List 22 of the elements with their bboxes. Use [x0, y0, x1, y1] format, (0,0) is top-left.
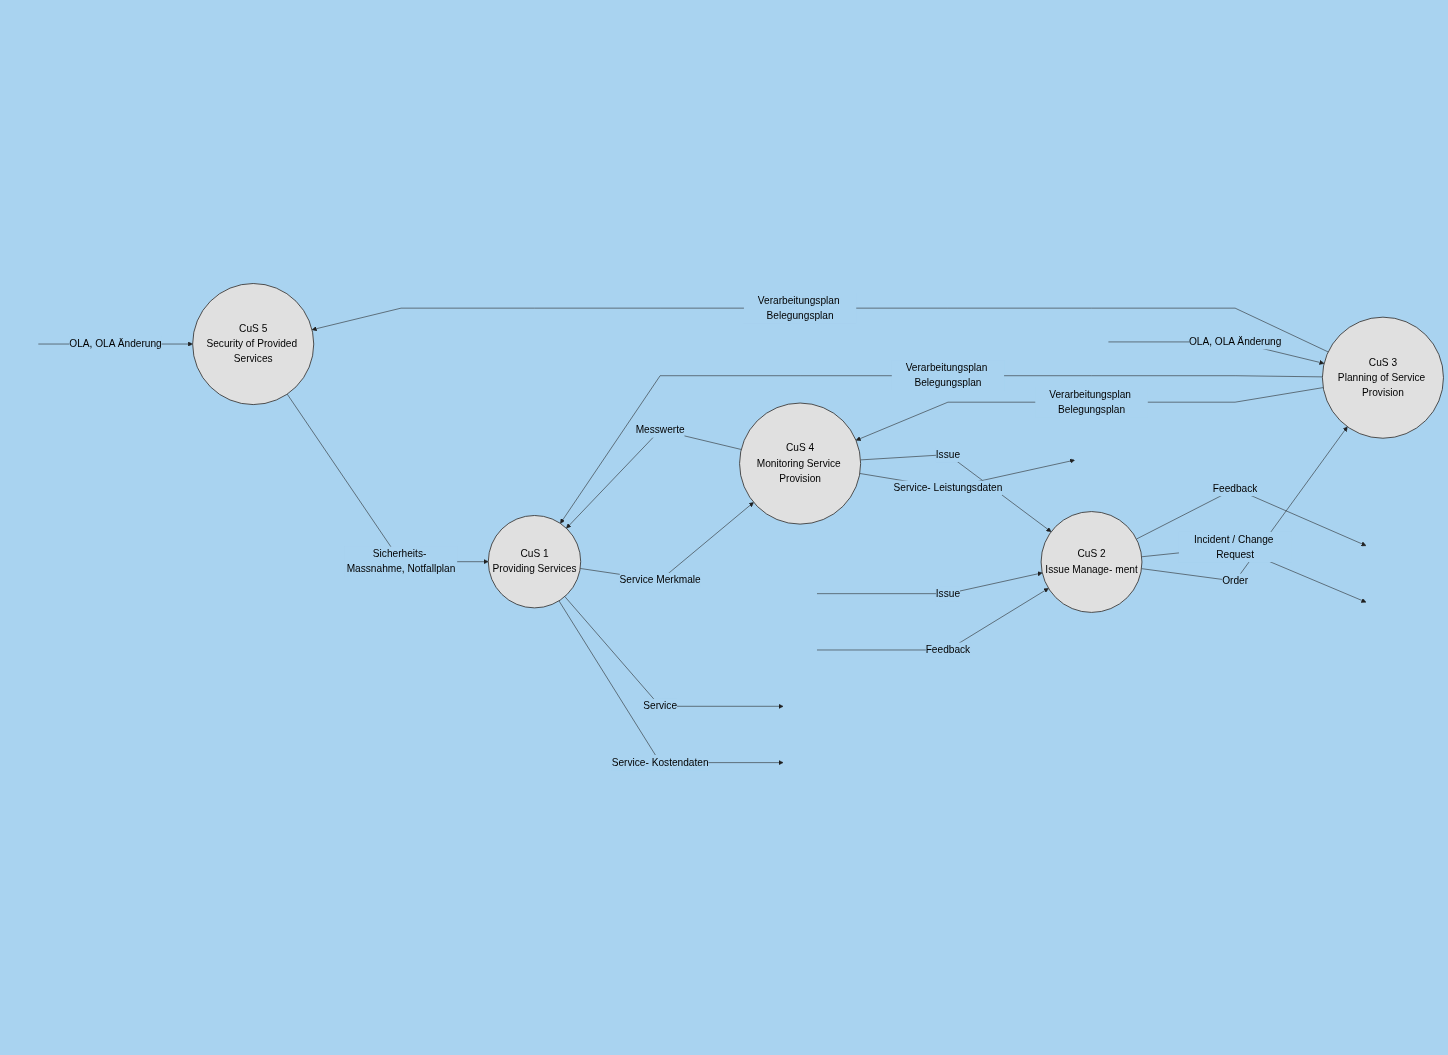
edge-label: Service- Leistungsdaten — [893, 482, 1003, 494]
node-circle: CuS 5 Security of Provided Services — [192, 283, 315, 406]
edge-label: Issue — [935, 587, 961, 600]
edge-label: Service Merkmale — [619, 574, 701, 586]
edge-label: Service- Kostendaten — [611, 756, 709, 769]
node-circle: CuS 3 Planning of Service Provision — [1322, 316, 1444, 439]
edge-label: Service — [643, 700, 678, 712]
edge-label: Feedback — [925, 644, 971, 656]
node-circle: CuS 4 Monitoring Service Provision — [739, 402, 862, 525]
edge-label: Feedback — [1212, 482, 1258, 495]
edge-label: Verarbeitungsplan Belegungsplan — [905, 362, 988, 389]
edge-label: OLA, OLA Änderung — [69, 338, 162, 350]
edge-label: OLA, OLA Änderung — [1188, 336, 1282, 348]
edge-label: Messwerte — [635, 424, 685, 436]
edge-label: Incident / Change Request — [1193, 533, 1274, 561]
edge-label: Verarbeitungsplan Belegungsplan — [757, 294, 840, 322]
edge-label: Order — [1222, 575, 1249, 587]
node-circle: CuS 2 Issue Manage- ment — [1040, 511, 1143, 614]
edge-label: Issue — [935, 448, 961, 461]
edge-label: Verarbeitungsplan Belegungsplan — [1049, 388, 1131, 416]
edge-label: Sicherheits- Massnahme, Notfallplan — [346, 548, 456, 575]
node-circle: CuS 1 Providing Services — [487, 515, 582, 609]
